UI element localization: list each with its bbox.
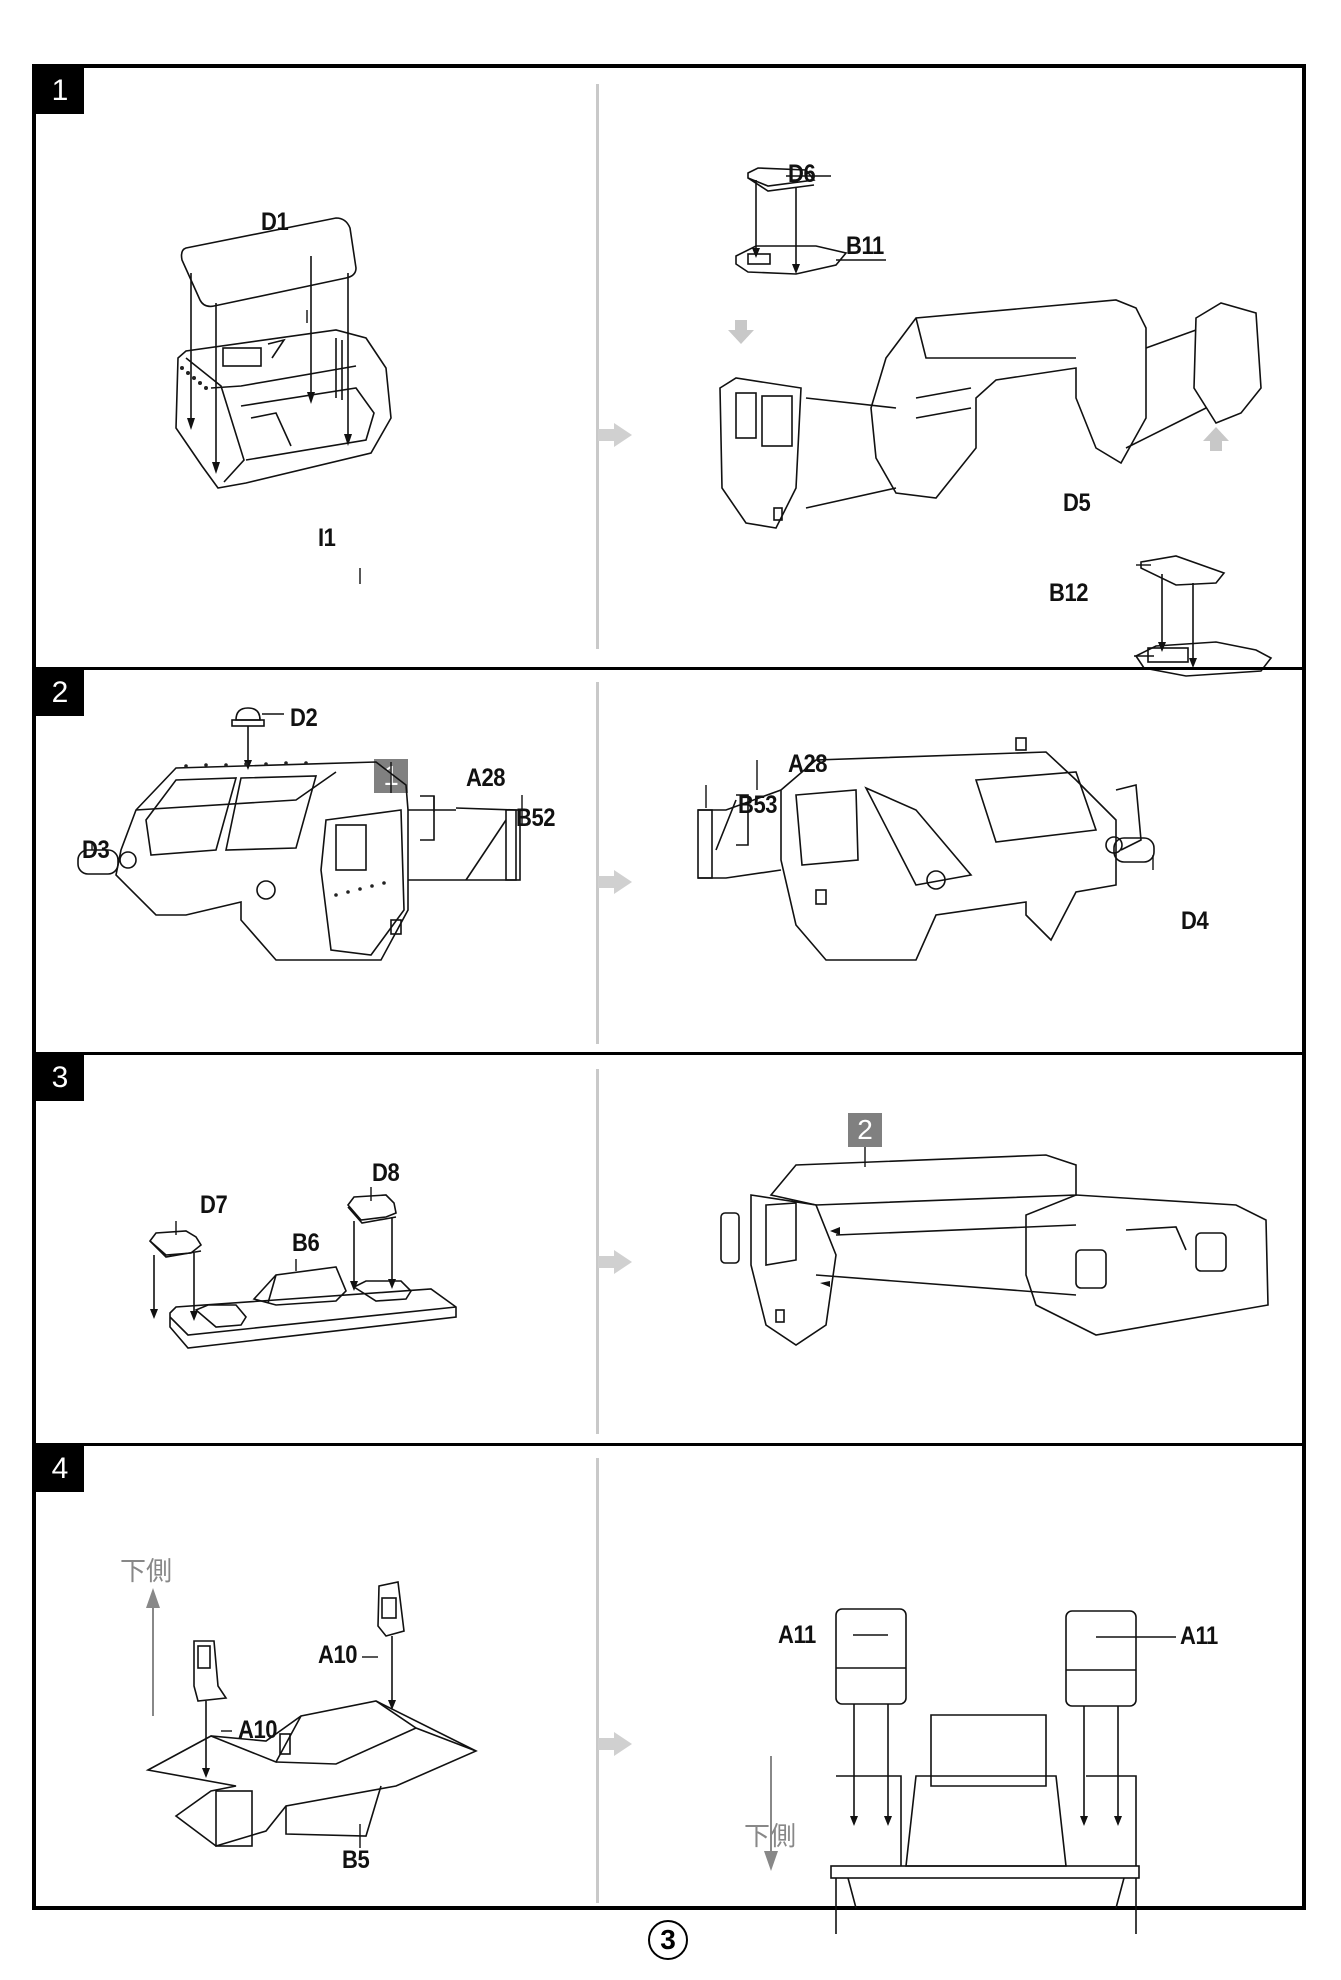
cab-left-view	[77, 707, 521, 961]
orientation-label-bottom-left: 下側	[120, 1556, 173, 1586]
part-label-b6: B6	[292, 1229, 320, 1257]
step-number-badge: 3	[36, 1055, 84, 1101]
part-label-a10-right: A10	[318, 1641, 358, 1669]
part-label-b11: B11	[846, 232, 884, 260]
panel-divider	[596, 84, 599, 649]
step-2-illustration	[77, 707, 1155, 961]
part-label-a28: A28	[466, 764, 506, 792]
seat-a11-left	[835, 1608, 907, 1705]
roof-part-d1	[180, 217, 357, 308]
orientation-arrows	[146, 1588, 778, 1871]
flow-arrow-icon	[598, 1250, 632, 1274]
part-label-a11-left: A11	[778, 1621, 816, 1649]
part-label-b5: B5	[342, 1846, 370, 1874]
part-label-a10-left: A10	[238, 1716, 278, 1744]
step-number-badge: 2	[36, 670, 84, 716]
cab-right-view	[697, 737, 1155, 961]
step-2: 2 1	[36, 667, 1302, 1055]
cab-rear-drawing	[720, 1154, 1269, 1346]
seats-drawing	[830, 1608, 1140, 1934]
pad-d8	[346, 1194, 397, 1221]
part-label-d3: D3	[82, 836, 110, 864]
part-label-a28-right: A28	[788, 750, 828, 778]
orientation-arrows	[728, 320, 1229, 451]
part-label-d1: D1	[261, 208, 289, 236]
panel-divider	[596, 1069, 599, 1434]
part-label-i1: I1	[318, 524, 336, 552]
seat-a11-right	[1065, 1610, 1137, 1707]
step-3-illustration	[148, 1147, 1269, 1349]
step-1: 1	[36, 68, 1302, 677]
instruction-frame: 1	[32, 64, 1306, 1934]
part-label-d6: D6	[788, 160, 816, 188]
step-number-badge: 4	[36, 1446, 84, 1492]
part-label-d5: D5	[1063, 489, 1091, 517]
flow-arrow-icon	[598, 870, 632, 894]
part-label-b52: B52	[516, 804, 556, 832]
step-callout-2: 2	[848, 1113, 882, 1147]
page-number: 3	[648, 1920, 688, 1960]
floor-drawing	[145, 1581, 478, 1847]
step-4-illustration	[145, 1581, 1176, 1934]
cab-exploded-drawing	[719, 167, 1273, 677]
console-drawing	[148, 1194, 457, 1349]
step-3: 3 2	[36, 1052, 1302, 1446]
part-label-d4: D4	[1181, 907, 1209, 935]
part-label-d8: D8	[372, 1159, 400, 1187]
step-4: 4 下側 下側	[36, 1443, 1302, 1934]
console-b6	[252, 1266, 347, 1306]
panel-divider	[596, 682, 599, 1044]
step-number-badge: 1	[36, 68, 84, 114]
part-label-d2: D2	[290, 704, 318, 732]
part-label-b53: B53	[738, 791, 778, 819]
flow-arrow-icon	[598, 1732, 632, 1756]
cab-frame-drawing	[175, 217, 392, 489]
part-label-a11-right: A11	[1180, 1622, 1218, 1650]
part-label-d7: D7	[200, 1191, 228, 1219]
flow-arrow-icon	[598, 423, 632, 447]
pad-d7	[148, 1230, 203, 1256]
step-1-illustration	[175, 167, 1273, 677]
part-label-b12: B12	[1049, 579, 1089, 607]
panel-divider	[596, 1458, 599, 1903]
